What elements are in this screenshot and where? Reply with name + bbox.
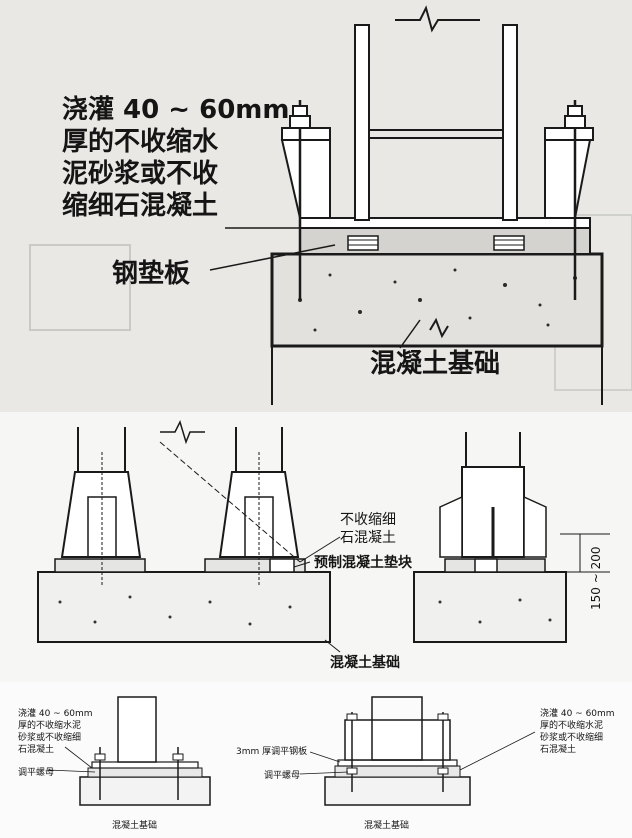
br-grout-label-4: 石混凝土	[540, 743, 576, 755]
br-nut-top-left	[346, 713, 358, 721]
precast-leader	[293, 561, 311, 568]
bl-foundation	[79, 776, 211, 806]
br-grout-leader	[459, 731, 536, 771]
grout-leader-middle	[299, 536, 341, 563]
br-grout-label-3: 砂浆或不收缩细	[540, 731, 603, 743]
foundation-leader-middle	[324, 639, 341, 653]
faded-background-box	[29, 244, 131, 331]
br-nut-bottom-right	[437, 767, 449, 775]
br-plate-leader	[309, 751, 341, 763]
bl-grout-leader	[64, 746, 93, 769]
foundation-leader	[399, 319, 421, 349]
br-nut-bottom-left	[346, 767, 358, 775]
grout-label-middle-2: 石混凝土	[340, 530, 396, 546]
left-concrete-foundation	[37, 571, 331, 643]
middle-figure: 150 ~ 200 不收缩细 石混凝土 预制混凝土垫块 混凝土基础	[0, 412, 632, 682]
precast-block	[269, 558, 295, 573]
center-dash-line	[159, 441, 301, 563]
steel-plate-label: 钢垫板	[112, 259, 190, 289]
bl-base-plate	[91, 761, 199, 769]
grout-label-line-4: 缩细石混凝土	[62, 190, 218, 221]
br-foundation-label: 混凝土基础	[364, 819, 409, 831]
bottom-figures: 浇灌 40 ~ 60mm 厚的不收缩水泥 砂浆或不收缩细 石混凝土 调平螺母 混…	[0, 682, 632, 838]
foundation-label: 混凝土基础	[370, 349, 500, 379]
right-stiffener	[544, 139, 592, 219]
br-anchor-box	[344, 719, 451, 761]
middle-figure-drawing: 150 ~ 200 不收缩细 石混凝土 预制混凝土垫块 混凝土基础	[37, 419, 610, 671]
br-steel-plate-label: 3mm 厚调平钢板	[236, 745, 307, 757]
steel-column	[354, 24, 518, 221]
bl-foundation-label: 混凝土基础	[112, 819, 157, 831]
column-left	[60, 427, 142, 587]
bottom-figures-drawing: 浇灌 40 ~ 60mm 厚的不收缩水泥 砂浆或不收缩细 石混凝土 调平螺母 混…	[18, 696, 615, 831]
br-column	[371, 696, 423, 761]
foundation-label-middle: 混凝土基础	[330, 654, 400, 671]
break-mark-middle	[160, 419, 205, 445]
bl-grout-label-3: 砂浆或不收缩细	[18, 731, 81, 743]
bl-nut-right	[172, 753, 184, 761]
grout-label-middle-1: 不收缩细	[340, 512, 396, 528]
br-nut-top-right	[437, 713, 449, 721]
bl-grout-label-2: 厚的不收缩水泥	[18, 719, 81, 731]
bl-grout-label-4: 石混凝土	[18, 743, 54, 755]
left-top-plate	[281, 127, 331, 141]
bl-nut-leader	[47, 769, 96, 773]
concrete-aggregate-middle	[58, 595, 552, 626]
top-figure-drawing: 浇灌 40 ~ 60mm 厚的不收缩水 泥砂浆或不收 缩细石混凝土 钢垫板 混凝…	[29, 5, 632, 405]
precast-block-right	[474, 558, 498, 573]
column-break-mark	[395, 5, 480, 33]
br-nut-leader	[299, 771, 349, 775]
foundation-break-mark	[429, 317, 449, 339]
concrete-aggregate	[298, 268, 577, 332]
br-leveling-plate	[337, 759, 458, 767]
column-middle	[218, 427, 300, 587]
right-top-plate	[544, 127, 594, 141]
grout-label-line-3: 泥砂浆或不收	[62, 158, 218, 189]
concrete-foundation	[270, 252, 604, 348]
top-figure: 浇灌 40 ~ 60mm 厚的不收缩水 泥砂浆或不收 缩细石混凝土 钢垫板 混凝…	[0, 0, 632, 412]
steel-shim-plates	[347, 235, 525, 251]
left-stiffener	[280, 139, 331, 219]
bottom-right-drawing	[299, 696, 536, 806]
bl-leveling-nut-label: 调平螺母	[18, 767, 54, 778]
grout-label-line-1: 浇灌 40 ~ 60mm	[62, 95, 290, 125]
base-plate	[299, 217, 591, 229]
grout-layer	[299, 227, 591, 255]
bl-grout	[87, 767, 203, 778]
right-concrete-foundation	[413, 571, 567, 643]
grout-label-line-2: 厚的不收缩水	[62, 126, 219, 157]
bl-column	[117, 696, 157, 763]
bl-grout-label-1: 浇灌 40 ~ 60mm	[18, 707, 93, 719]
br-leveling-nut-label: 调平螺母	[264, 770, 300, 781]
left-grout-band-1	[54, 558, 146, 573]
br-foundation	[324, 776, 471, 806]
anchor-bolts	[289, 100, 586, 300]
column-right	[439, 432, 547, 558]
precast-block-label: 预制混凝土垫块	[314, 554, 413, 571]
bottom-left-drawing	[47, 696, 211, 806]
br-grout-label-2: 厚的不收缩水泥	[540, 719, 603, 731]
dimension-label: 150 ~ 200	[589, 547, 603, 611]
br-grout-label-1: 浇灌 40 ~ 60mm	[540, 707, 615, 719]
steel-plate-leader	[209, 244, 336, 271]
bl-nut-left	[94, 753, 106, 761]
